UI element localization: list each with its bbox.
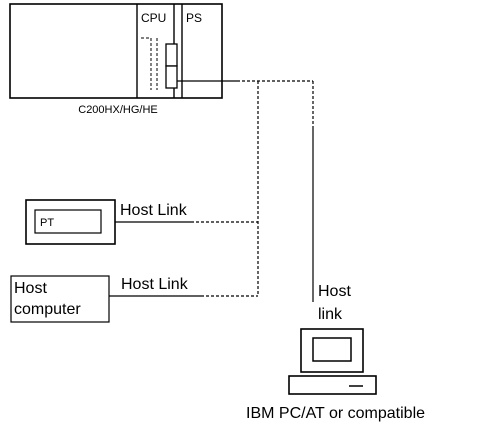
- pt-device: PT: [25, 199, 116, 245]
- pc-device: IBM PC/AT or compatible: [246, 328, 425, 422]
- plc-cable: [177, 80, 314, 302]
- host-computer-link-label: Host Link: [121, 276, 189, 293]
- host-computer-label-line1: Host: [14, 280, 47, 297]
- cpu-internal-wiring: [141, 37, 152, 90]
- pc-base-unit: [288, 375, 377, 395]
- pc-link-label-line1: Host: [318, 283, 351, 300]
- host-computer-label-line2: computer: [14, 301, 81, 318]
- plc-rack-outline: [9, 3, 223, 99]
- pc-label: IBM PC/AT or compatible: [246, 405, 425, 422]
- pc-link-label-line2: link: [318, 306, 343, 323]
- plc-model-label: C200HX/HG/HE: [78, 104, 157, 116]
- pt-label: PT: [40, 217, 54, 229]
- host-computer-outline: [10, 275, 110, 323]
- ps-label: PS: [186, 11, 202, 25]
- cpu-port-upper: [165, 43, 178, 67]
- pt-screen: [34, 209, 102, 234]
- cpu-port-lower: [165, 65, 178, 89]
- host-computer-device: Host computer: [10, 275, 110, 323]
- pc-monitor: [300, 328, 364, 373]
- cpu-label: CPU: [141, 11, 166, 25]
- pt-link-label: Host Link: [120, 202, 188, 219]
- pc-monitor-screen: [312, 337, 352, 362]
- plc-rack: CPU PS C200HX/HG/HE: [9, 3, 223, 116]
